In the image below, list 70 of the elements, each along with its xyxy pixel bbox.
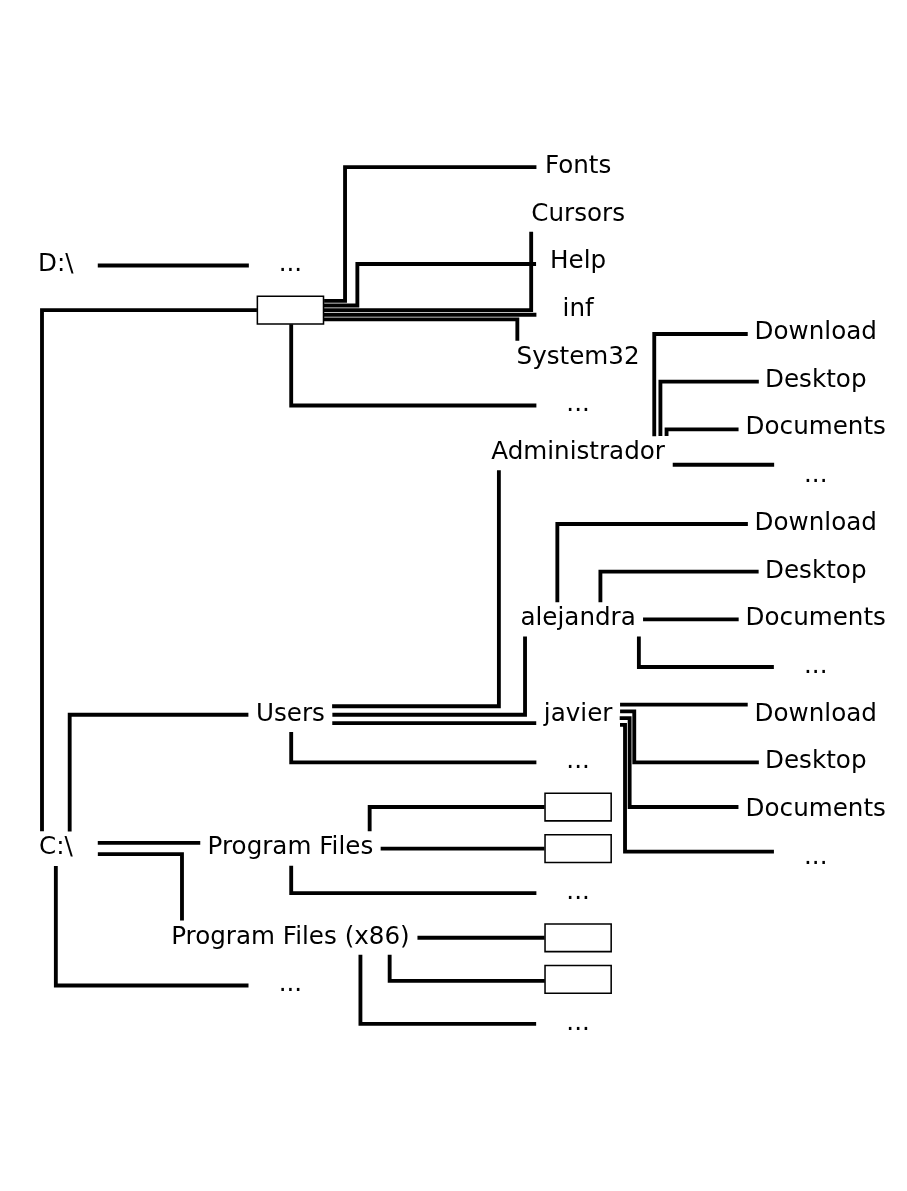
connector: [664, 427, 739, 436]
connector: [367, 805, 545, 832]
node-text: Program Files: [207, 831, 374, 861]
connector: [289, 324, 537, 408]
connector: [323, 317, 520, 341]
node-text: ...: [278, 968, 303, 998]
node-box: [544, 923, 612, 953]
connector: [387, 954, 545, 983]
node-text: Documents: [745, 411, 886, 441]
connector: [53, 865, 249, 988]
connector: [652, 332, 748, 437]
connector: [40, 308, 257, 832]
node-text: ...: [804, 459, 828, 489]
connector: [555, 522, 748, 603]
node-text: Users: [255, 697, 325, 727]
connector: [380, 846, 545, 851]
connector: [289, 865, 537, 896]
node-text: Fonts: [544, 149, 612, 179]
connector: [619, 716, 739, 809]
connector: [658, 379, 759, 436]
connector: [332, 470, 501, 709]
connector: [324, 312, 537, 317]
connector: [358, 954, 537, 1026]
node-text: ...: [566, 1006, 590, 1036]
node-box: [544, 964, 612, 994]
node-text: D:\: [38, 248, 74, 278]
connector: [643, 617, 739, 622]
node-box: [256, 295, 325, 325]
node-text: Cursors: [531, 197, 625, 227]
node-text: ...: [566, 876, 590, 906]
node-text: Documents: [745, 792, 886, 822]
node-text: ...: [804, 649, 828, 679]
node-text: Desktop: [765, 363, 867, 393]
node-text: Download: [754, 316, 877, 346]
connector: [289, 731, 537, 765]
connector: [97, 263, 249, 268]
node-text: Download: [754, 697, 877, 727]
node-text: C:\: [38, 831, 73, 861]
connector: [620, 702, 748, 707]
connector: [620, 722, 774, 854]
connector: [332, 721, 537, 726]
node-text: Program Files (x86): [171, 920, 410, 950]
node-box: [544, 792, 612, 822]
node-text: Desktop: [765, 745, 867, 775]
connector: [620, 709, 759, 765]
connector: [672, 462, 775, 467]
node-text: ...: [278, 248, 303, 278]
connector: [324, 165, 537, 303]
connector: [417, 935, 545, 940]
node-box: [544, 833, 612, 864]
node-text: alejandra: [520, 602, 636, 632]
connector: [323, 262, 537, 308]
node-text: ...: [566, 388, 590, 418]
connector: [636, 636, 774, 669]
node-text: Download: [754, 506, 877, 536]
node-text: ...: [566, 745, 590, 775]
node-text: Documents: [745, 602, 886, 632]
connector: [332, 636, 527, 717]
node-text: javier: [543, 697, 613, 727]
connector: [97, 852, 184, 921]
connector: [323, 231, 534, 313]
node-text: inf: [562, 292, 594, 322]
connector: [97, 841, 201, 845]
node-text: ...: [804, 840, 828, 870]
node-text: Help: [550, 245, 607, 275]
connector: [67, 712, 249, 832]
node-text: Administrador: [491, 436, 665, 466]
node-text: System32: [516, 340, 640, 370]
node-text: Desktop: [765, 554, 867, 584]
connector: [598, 569, 759, 603]
